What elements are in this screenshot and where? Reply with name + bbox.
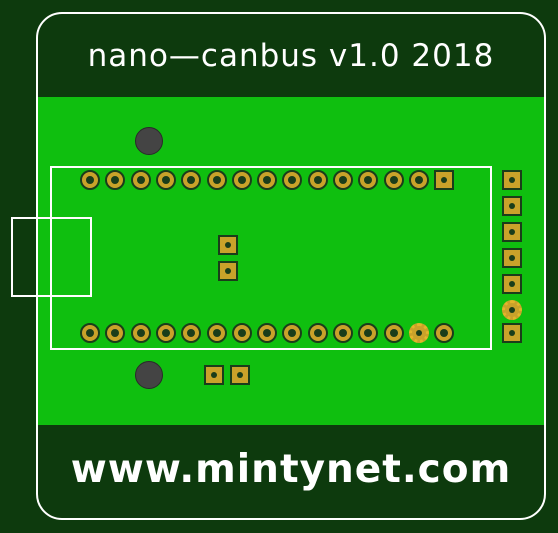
- header-top-pad: [155, 170, 176, 190]
- header-bottom-pad: [434, 323, 455, 343]
- bottom-pad: [230, 365, 250, 385]
- header-bottom-pad: [155, 323, 176, 343]
- board-title: nano—canbus v1.0 2018: [87, 38, 495, 74]
- header-top-pad: [383, 170, 404, 190]
- header-top-pad: [358, 170, 379, 190]
- side-header-pad: [502, 274, 522, 294]
- nano-module-outline: [50, 166, 492, 350]
- header-top-pad: [206, 170, 227, 190]
- bottom-pad: [204, 365, 224, 385]
- center-pad: [218, 235, 238, 255]
- header-bottom-pad: [257, 323, 278, 343]
- header-top-pad: [307, 170, 328, 190]
- header-bottom-pad: [333, 323, 353, 343]
- header-top-pad: [130, 170, 151, 190]
- board-outline: [36, 12, 546, 520]
- mounting-hole-top: [135, 127, 163, 155]
- side-header-pad: [502, 222, 522, 242]
- header-top-pad: [434, 170, 455, 190]
- header-top-pad: [257, 170, 278, 190]
- side-header-pad: [502, 170, 522, 190]
- header-bottom-pad: [181, 323, 202, 343]
- side-header-pad: [502, 196, 522, 216]
- copper-fill-area: [36, 97, 546, 425]
- header-top-pad: [80, 170, 100, 190]
- side-header-pad: [502, 248, 522, 268]
- board-url: www.mintynet.com: [70, 447, 512, 492]
- header-top-pad: [181, 170, 202, 190]
- header-bottom-pad: [105, 323, 126, 343]
- header-bottom-pad: [307, 323, 328, 343]
- mounting-hole-bottom: [135, 361, 163, 389]
- header-bottom-pad: [80, 323, 100, 343]
- center-pad: [218, 261, 238, 281]
- header-bottom-pad: [282, 323, 303, 343]
- header-top-pad: [408, 170, 429, 190]
- side-header-pad: [502, 300, 522, 320]
- header-top-pad: [105, 170, 126, 190]
- usb-connector-outline: [11, 217, 92, 297]
- header-bottom-pad: [130, 323, 151, 343]
- header-top-pad: [333, 170, 353, 190]
- header-bottom-pad: [383, 323, 404, 343]
- header-bottom-pad: [358, 323, 379, 343]
- header-top-pad: [282, 170, 303, 190]
- header-bottom-pad: [231, 323, 252, 343]
- side-header-pad: [502, 323, 522, 343]
- header-bottom-pad: [206, 323, 227, 343]
- header-bottom-pad: [408, 323, 429, 343]
- header-top-pad: [231, 170, 252, 190]
